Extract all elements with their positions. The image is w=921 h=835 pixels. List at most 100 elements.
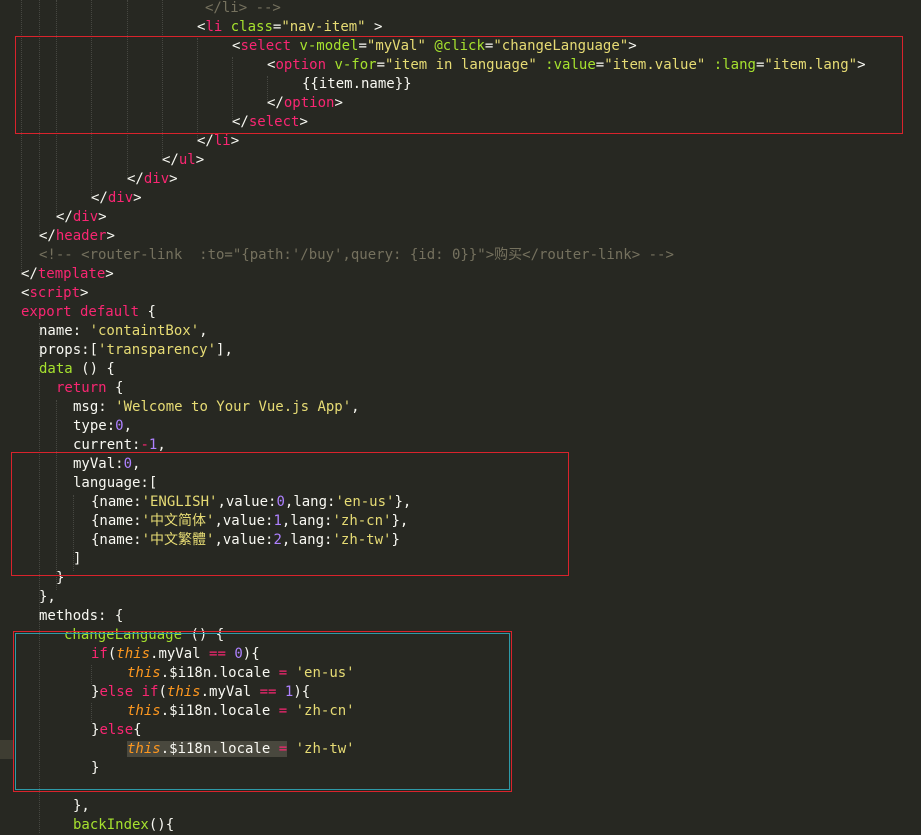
code-token: } [91,722,100,738]
code-token: = [595,57,605,73]
code-token: :value [536,57,596,73]
code-token: </ [267,95,284,111]
code-line[interactable]: methods: { [0,607,921,626]
code-token: = [376,57,386,73]
code-token: 'containtBox' [89,323,200,339]
code-line[interactable]: changeLanguage () { [0,626,921,645]
code-token: changeLanguage [64,627,183,643]
code-line[interactable]: </template> [0,265,921,284]
code-line[interactable]: {name:'中文繁體',value:2,lang:'zh-tw'} [0,531,921,550]
code-line[interactable]: this.$i18n.locale = 'zh-cn' [0,702,921,721]
code-token: 'en-us' [295,665,355,681]
code-line[interactable]: props:['transparency'], [0,341,921,360]
code-token: language:[ [73,475,158,491]
code-token: .$i18n.locale [160,741,279,757]
code-token: </ [197,133,214,149]
code-line[interactable]: </ul> [0,151,921,170]
code-token: { [106,380,124,396]
code-line[interactable]: return { [0,379,921,398]
code-line[interactable]: msg: 'Welcome to Your Vue.js App', [0,398,921,417]
indent-guide [39,323,40,833]
code-token: < [21,285,30,301]
code-line[interactable]: } [0,759,921,778]
code-token [287,665,295,681]
indent-guide [56,400,57,590]
code-token: 0 [115,418,124,434]
code-line[interactable]: </div> [0,208,921,227]
code-token: > [98,209,107,225]
code-token: {{item.name}} [302,76,412,92]
indent-guide [127,0,128,180]
code-token: () { [72,361,115,377]
code-token [287,703,295,719]
code-token: } [391,532,400,548]
code-token: </ [232,114,249,130]
code-token: () { [182,627,225,643]
code-token: backIndex [73,817,149,833]
code-token: this [116,646,151,662]
code-line[interactable]: </li> [0,132,921,151]
code-token: "myVal" [366,38,426,54]
code-line[interactable]: data () { [0,360,921,379]
code-line[interactable]: current:-1, [0,436,921,455]
code-line[interactable]: type:0, [0,417,921,436]
code-line[interactable]: export default { [0,303,921,322]
code-token: this [127,665,161,681]
code-line[interactable]: ] [0,550,921,569]
code-token: name: [39,323,90,339]
code-line[interactable]: <li class="nav-item" > [0,18,921,37]
code-line[interactable]: }else{ [0,721,921,740]
code-line[interactable]: }, [0,588,921,607]
code-line[interactable]: }else if(this.myVal == 1){ [0,683,921,702]
code-line[interactable]: this.$i18n.locale = 'zh-tw' [0,740,921,759]
indent-guide [91,0,92,199]
code-token: }, [391,513,409,529]
code-line[interactable]: myVal:0, [0,455,921,474]
code-line[interactable]: }, [0,797,921,816]
code-line[interactable]: language:[ [0,474,921,493]
code-line[interactable]: <script> [0,284,921,303]
code-token: ,value: [214,532,274,548]
code-line[interactable]: </select> [0,113,921,132]
code-token: {name: [91,532,142,548]
code-line[interactable]: <select v-model="myVal" @click="changeLa… [0,37,921,56]
code-line[interactable]: </header> [0,227,921,246]
code-line[interactable]: </div> [0,170,921,189]
code-token: > [105,266,114,282]
code-token: "item in language" [385,57,537,73]
code-line[interactable]: backIndex(){ [0,816,921,835]
code-line[interactable]: {name:'ENGLISH',value:0,lang:'en-us'}, [0,493,921,512]
code-token: ){ [293,684,311,700]
indent-guide [73,495,74,571]
code-token: return [56,380,107,396]
code-token: msg: [73,399,116,415]
code-token: div [143,171,170,187]
code-line[interactable]: {name:'中文简体',value:1,lang:'zh-cn'}, [0,512,921,531]
code-token: } [91,684,100,700]
code-line[interactable]: <!-- <router-link :to="{path:'/buy',quer… [0,246,921,265]
code-token: , [199,323,208,339]
code-line[interactable]: if(this.myVal == 0){ [0,645,921,664]
code-token: { [139,304,156,320]
code-token: {name: [91,494,142,510]
code-line[interactable]: </li> --> [0,0,921,18]
code-line[interactable]: <option v-for="item in language" :value=… [0,56,921,75]
code-line[interactable]: } [0,569,921,588]
code-token: < [232,38,241,54]
code-token: this [127,703,161,719]
code-token: <!-- <router-link :to="{path:'/buy',quer… [39,247,674,263]
code-token: 1 [148,437,158,453]
code-token: ,lang: [281,532,333,548]
code-line[interactable] [0,778,921,797]
code-token: ,value: [217,494,277,510]
indent-guide [232,57,233,123]
code-line[interactable]: </option> [0,94,921,113]
code-line[interactable]: </div> [0,189,921,208]
code-line[interactable]: name: 'containtBox', [0,322,921,341]
code-line[interactable]: {{item.name}} [0,75,921,94]
code-token: > [857,57,866,73]
code-token: ] [73,551,82,567]
code-token: {name: [91,513,142,529]
code-line[interactable]: this.$i18n.locale = 'en-us' [0,664,921,683]
